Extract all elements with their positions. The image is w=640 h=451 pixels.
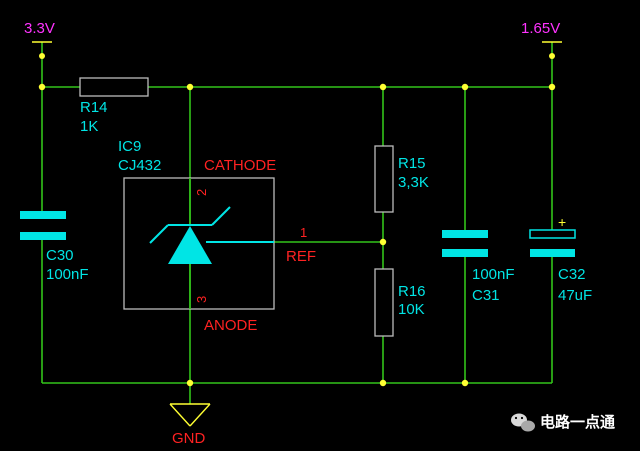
- capacitor-c31: 100nF C31: [442, 230, 515, 304]
- ic9-part: CJ432: [118, 157, 161, 174]
- resistor-r14: R14 1K: [79, 77, 149, 135]
- c30-ref: C30: [46, 247, 74, 264]
- vref-power-port: 1.65V: [521, 20, 562, 43]
- c32-ref: C32: [558, 266, 586, 283]
- watermark: 电路一点通: [511, 413, 615, 432]
- anode-pin-number: 3: [194, 296, 209, 303]
- ref-label: REF: [286, 248, 316, 265]
- r15-ref: R15: [398, 155, 426, 172]
- capacitor-c32: + C32 47uF: [529, 214, 592, 304]
- ref-pin-number: 1: [300, 225, 307, 240]
- vref-out-label: 1.65V: [521, 20, 560, 37]
- r15-value: 3,3K: [398, 174, 429, 191]
- resistor-r15: R15 3,3K: [374, 145, 429, 213]
- anode-label: ANODE: [204, 317, 257, 334]
- r14-value: 1K: [80, 118, 98, 135]
- wires: [41, 42, 553, 404]
- vin-power-port: 3.3V: [24, 20, 55, 43]
- ground-label: GND: [172, 430, 206, 447]
- watermark-text: 电路一点通: [540, 413, 615, 431]
- r14-ref: R14: [80, 99, 108, 116]
- c32-polarity-mark: +: [558, 214, 566, 230]
- capacitor-c30: C30 100nF: [20, 211, 89, 283]
- cathode-pin-number: 2: [194, 189, 209, 196]
- cathode-label: CATHODE: [204, 157, 276, 174]
- ic9-shunt-regulator: IC9 CJ432 CATHODE ANODE REF 1 2 3: [118, 138, 316, 334]
- c31-ref: C31: [472, 287, 500, 304]
- c31-value: 100nF: [472, 266, 515, 283]
- vin-label: 3.3V: [24, 20, 55, 37]
- r16-ref: R16: [398, 283, 426, 300]
- ic9-ref: IC9: [118, 138, 141, 155]
- zener-diode-icon: [149, 206, 274, 264]
- c32-value: 47uF: [558, 287, 592, 304]
- junction-dots: [38, 53, 556, 387]
- ground-symbol: GND: [169, 403, 211, 447]
- resistor-r16: R16 10K: [374, 268, 426, 337]
- c30-value: 100nF: [46, 266, 89, 283]
- r16-value: 10K: [398, 301, 425, 318]
- wechat-icon: [511, 413, 535, 432]
